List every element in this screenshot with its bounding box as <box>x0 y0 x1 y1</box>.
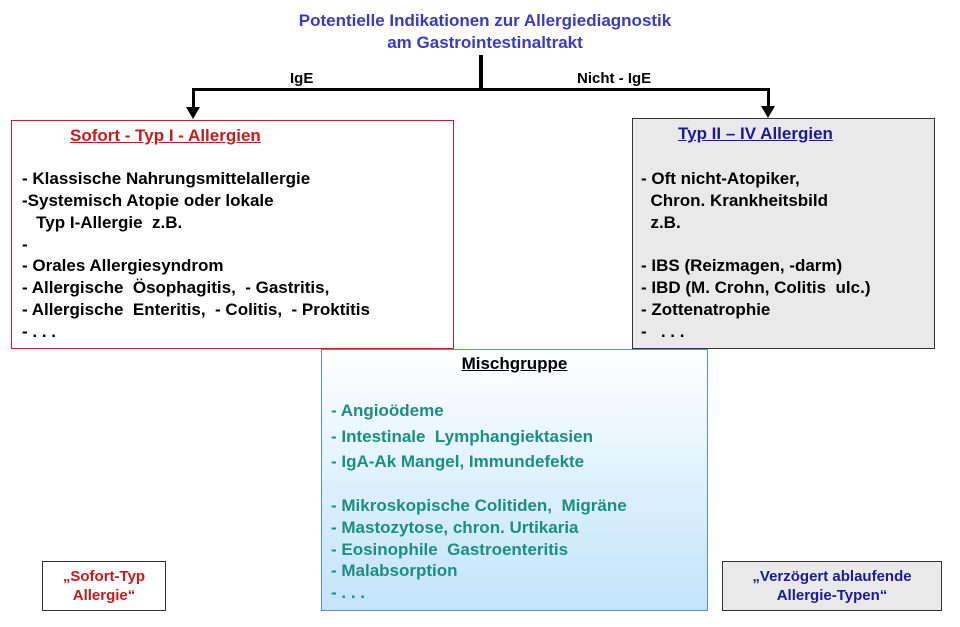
legend-verzoegert: „Verzögert ablaufende Allergie-Typen“ <box>722 561 942 611</box>
list-item: - . . . <box>22 322 56 341</box>
connector-stem <box>479 55 483 91</box>
list-item: - Allergische Ösophagitis, - Gastritis, <box>22 278 330 297</box>
list-item: -Systemisch Atopie oder lokale <box>22 191 274 210</box>
diagram-title-line1: Potentielle Indikationen zur Allergiedia… <box>298 11 672 30</box>
list-item: - Malabsorption <box>331 561 458 580</box>
middle-box-mischgruppe: Mischgruppe - Angioödeme - Intestinale L… <box>321 349 708 611</box>
list-item: - Zottenatrophie <box>641 300 771 319</box>
list-item: z.B. <box>641 213 681 232</box>
list-item: - Orales Allergiesyndrom <box>22 256 224 275</box>
branch-label-nicht-ige: Nicht - IgE <box>577 70 652 87</box>
diagram-title-line2: am Gastrointestinaltrakt <box>387 33 583 52</box>
arrow-down-icon <box>186 107 200 119</box>
list-item: - Allergische Enteritis, - Colitis, - Pr… <box>22 300 370 319</box>
list-item: - Intestinale Lymphangiektasien <box>331 427 593 446</box>
connector-horizontal <box>192 88 770 91</box>
left-box-heading: Sofort - Typ I - Allergien <box>70 126 261 145</box>
list-item: - Klassische Nahrungsmittelallergie <box>22 169 311 188</box>
list-item: - IgA-Ak Mangel, Immundefekte <box>331 452 585 471</box>
list-item: Typ I-Allergie z.B. <box>22 213 183 232</box>
list-item: - Mikroskopische Colitiden, Migräne <box>331 496 627 515</box>
connector-right <box>767 88 770 108</box>
connector-left <box>192 88 195 108</box>
arrow-down-icon <box>761 106 775 118</box>
list-item: - . . . <box>331 583 365 602</box>
list-item: - Eosinophile Gastroenteritis <box>331 540 569 559</box>
list-item: - IBS (Reizmagen, -darm) <box>641 256 843 275</box>
legend-sofort-line2: Allergie“ <box>72 587 136 604</box>
list-item: - Angioödeme <box>331 401 444 420</box>
list-item: - IBD (M. Crohn, Colitis ulc.) <box>641 278 871 297</box>
right-box-heading: Typ II – IV Allergien <box>678 124 833 143</box>
legend-verzoegert-line1: „Verzögert ablaufende <box>752 568 912 585</box>
list-item: - . . . <box>641 322 685 341</box>
list-item: - Oft nicht-Atopiker, <box>641 169 800 188</box>
middle-box-heading: Mischgruppe <box>461 354 568 373</box>
legend-verzoegert-line2: Allergie-Typen“ <box>776 587 888 604</box>
legend-sofort-typ: „Sofort-Typ Allergie“ <box>42 561 166 611</box>
list-item: - Mastozytose, chron. Urtikaria <box>331 518 579 537</box>
right-box-type2-4: Typ II – IV Allergien - Oft nicht-Atopik… <box>632 118 935 349</box>
branch-label-ige: IgE <box>290 70 314 87</box>
legend-sofort-line1: „Sofort-Typ <box>62 568 146 585</box>
list-item: - <box>22 235 28 254</box>
left-box-type1: Sofort - Typ I - Allergien - Klassische … <box>11 120 454 349</box>
list-item: Chron. Krankheitsbild <box>641 191 829 210</box>
